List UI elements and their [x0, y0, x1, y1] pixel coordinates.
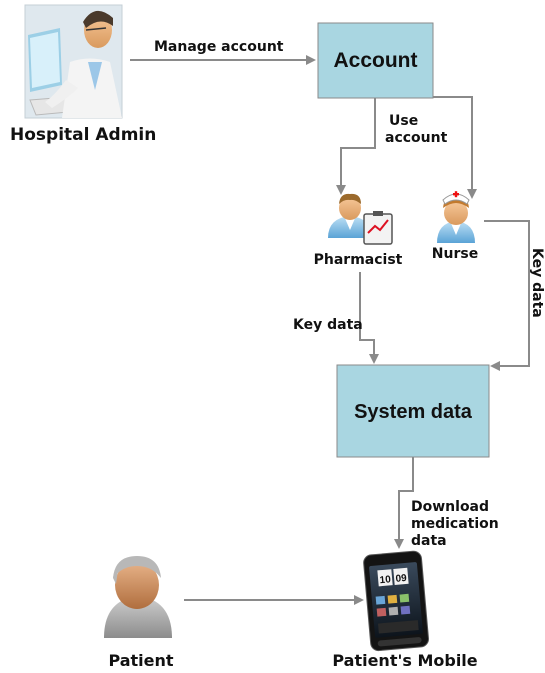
nurse-icon: [437, 191, 475, 243]
phone-icon: 10 09: [363, 550, 429, 652]
phone-clock-hours: 10: [379, 574, 391, 586]
manage-account-label: Manage account: [154, 39, 284, 55]
hospital-admin-photo: [24, 4, 123, 119]
key-data-right-label: Key data: [529, 248, 545, 318]
patient-icon: [104, 556, 172, 638]
download-label-line1: Download: [411, 499, 489, 515]
pharmacist-label: Pharmacist: [314, 252, 403, 268]
patients-mobile-label: Patient's Mobile: [332, 651, 477, 670]
download-label-line3: data: [411, 533, 447, 549]
account-label: Account: [334, 49, 418, 72]
arrow-account-to-nurse: [433, 96, 477, 199]
system-data-box: [336, 364, 490, 458]
use-account-label-line1: Use: [389, 113, 418, 129]
arrow-nurse-to-system: [484, 220, 530, 371]
hospital-admin-label: Hospital Admin: [10, 125, 156, 145]
phone-clock-minutes: 09: [395, 573, 407, 585]
use-account-label-line2: account: [385, 130, 448, 146]
patient-label: Patient: [108, 651, 173, 670]
arrow-pharmacist-to-system: [359, 272, 379, 364]
arrow-system-to-mobile: [394, 457, 414, 549]
nurse-label: Nurse: [432, 246, 478, 262]
system-data-label: System data: [354, 401, 473, 423]
account-box: [317, 22, 434, 99]
arrow-account-to-pharmacist: [336, 98, 376, 195]
download-label-line2: medication: [411, 516, 499, 532]
key-data-left-label: Key data: [293, 317, 363, 333]
pharmacist-icon: [328, 193, 393, 245]
